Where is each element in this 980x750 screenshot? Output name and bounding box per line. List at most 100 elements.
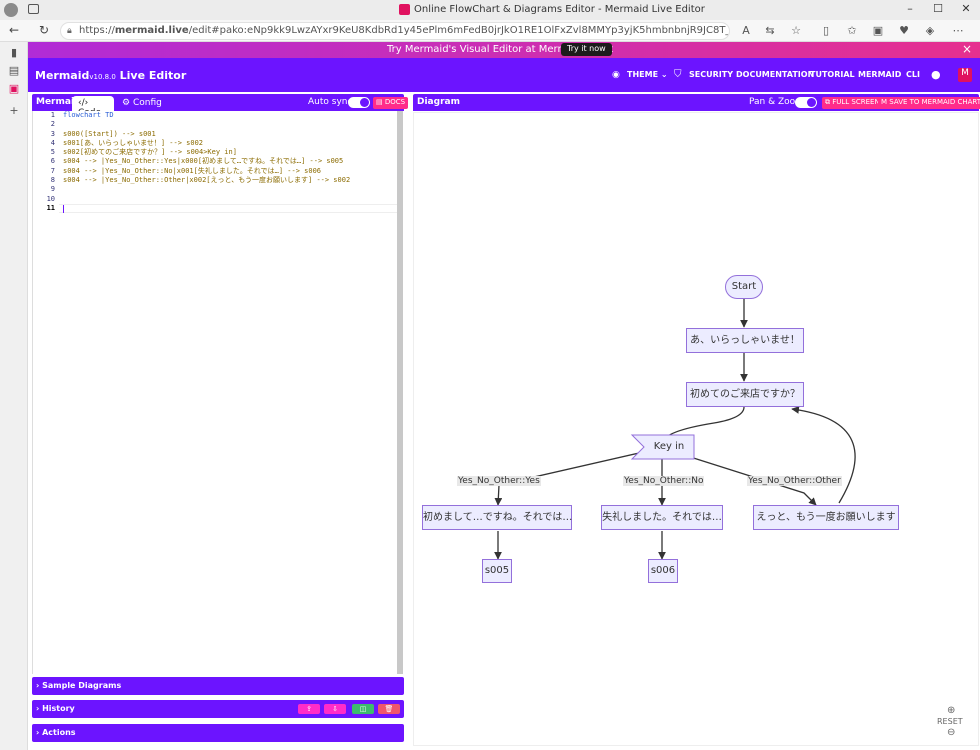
code-line: s004 --> |Yes_No_Other::Yes|x000[初めまして…で… — [63, 157, 344, 166]
promo-text: Try Mermaid's Visual Editor at Mermaid C… — [387, 44, 614, 55]
nav-cli[interactable]: CLI — [906, 70, 920, 79]
tab-code[interactable]: ‹/› Code — [72, 96, 114, 118]
docs-button[interactable]: ▤ DOCS — [373, 97, 409, 109]
favorites-icon[interactable]: ✩ — [847, 24, 857, 37]
line-number: 1 — [50, 111, 55, 119]
chevron-right-icon: › — [36, 704, 40, 713]
refresh-icon[interactable]: ↻ — [38, 23, 50, 37]
code-line: s000([Start]) --> s001 — [63, 129, 156, 138]
history-download-icon[interactable]: ⇩ — [324, 704, 346, 714]
try-it-now-button[interactable]: Try it now — [561, 43, 612, 56]
tab-config[interactable]: ⚙ Config — [122, 98, 162, 108]
split-screen-icon[interactable]: ▯ — [822, 24, 830, 37]
browser-sidebar: ▮ ▤ ▣ + — [0, 42, 28, 750]
line-number: 4 — [50, 138, 55, 147]
edge-s004-x002 — [683, 454, 817, 506]
history-accordion[interactable]: › History ⇪ ⇩ ◫ 🗑︎ — [32, 700, 404, 718]
mermaid-chart-logo-icon[interactable]: M — [958, 68, 972, 82]
code-line — [63, 204, 403, 213]
tab-group-icon[interactable]: ▮ — [10, 46, 18, 59]
line-number: 7 — [50, 166, 55, 175]
add-icon[interactable]: + — [9, 104, 19, 117]
brand[interactable]: Mermaidv10.8.0 Live Editor — [35, 69, 187, 82]
zoom-in-icon[interactable]: ⊕ — [947, 705, 956, 716]
tab-actions-icon[interactable] — [28, 4, 39, 14]
code-icon: ‹/› — [78, 98, 89, 108]
mermaid-chart-icon: M — [881, 98, 888, 106]
node-s001[interactable]: あ、いらっしゃいませ！ — [686, 328, 804, 353]
shield-icon: ⛉ — [674, 69, 682, 80]
diagram-canvas[interactable]: Start あ、いらっしゃいませ！ 初めてのご来店ですか？ Key in Yes… — [413, 112, 979, 746]
close-window-icon[interactable]: ✕ — [961, 2, 971, 15]
chevron-right-icon: › — [36, 728, 40, 737]
collections-icon[interactable]: ▣ — [872, 24, 884, 37]
text-cursor — [63, 205, 64, 213]
actions-accordion[interactable]: › Actions — [32, 724, 404, 742]
history-pane-icon[interactable]: ▤ — [8, 64, 20, 77]
window-title: Online FlowChart & Diagrams Editor - Mer… — [414, 4, 705, 15]
profile-avatar-icon[interactable] — [4, 3, 18, 17]
mermaid-tab-icon[interactable]: ▣ — [8, 82, 20, 95]
line-number: 8 — [50, 176, 55, 185]
back-icon[interactable]: ← — [8, 23, 20, 37]
nav-tutorial[interactable]: TUTORIAL — [810, 70, 855, 79]
history-delete-icon[interactable]: 🗑︎ — [378, 704, 400, 714]
edge-label-no: Yes_No_Other::No — [623, 476, 705, 486]
node-x000[interactable]: 初めまして…ですね。それでは… — [422, 505, 572, 530]
fullscreen-button[interactable]: ⧉ FULL SCREEN — [822, 97, 883, 109]
line-number: 2 — [50, 120, 55, 129]
favorite-star-icon[interactable]: ☆ — [791, 24, 801, 37]
pan-zoom-toggle[interactable] — [795, 97, 817, 108]
node-s005[interactable]: s005 — [482, 559, 512, 583]
history-upload-icon[interactable]: ⇪ — [298, 704, 320, 714]
pan-zoom-label: Pan & Zoom — [749, 97, 804, 107]
reset-zoom-button[interactable]: RESET — [937, 717, 963, 726]
url-text: https://mermaid.live/edit#pako:eNp9kk9Lw… — [79, 25, 730, 36]
read-aloud-icon[interactable]: A — [742, 24, 750, 37]
editor-header: Mermaid ‹/› Code ⚙ Config Auto sync ▤ DO… — [32, 94, 409, 118]
autosync-toggle[interactable] — [348, 97, 370, 108]
node-start[interactable]: Start — [725, 275, 763, 299]
config-icon: ⚙ — [122, 98, 131, 108]
browser-titlebar: Online FlowChart & Diagrams Editor - Mer… — [0, 0, 980, 20]
node-x001[interactable]: 失礼しました。それでは… — [601, 505, 723, 530]
code-line — [63, 185, 403, 194]
editor-label: Mermaid — [36, 97, 81, 107]
promo-close-icon[interactable]: × — [962, 42, 973, 56]
node-x002[interactable]: えっと、もう一度お願いします — [753, 505, 899, 530]
code-line: s002[初めてのご来店ですか？] --> s004>Key in] — [63, 148, 237, 157]
url-bar[interactable]: 🔒︎ https://mermaid.live/edit#pako:eNp9kk… — [60, 22, 730, 40]
edge-label-other: Yes_No_Other::Other — [747, 476, 842, 486]
save-to-mermaid-chart-button[interactable]: M SAVE TO MERMAID CHART — [878, 97, 980, 109]
node-s004-label[interactable]: Key in — [653, 441, 685, 452]
nav-security[interactable]: SECURITY — [689, 70, 733, 79]
code-line — [63, 120, 403, 129]
diagram-header: Diagram Pan & Zoom ⧉ FULL SCREEN M SAVE … — [413, 94, 980, 111]
translate-icon[interactable]: ⇆ — [765, 24, 775, 37]
nav-mermaid[interactable]: MERMAID — [858, 70, 902, 79]
minimize-icon[interactable]: – — [907, 2, 913, 15]
code-line: s001[あ、いらっしゃいませ！] --> s002 — [63, 138, 204, 147]
extensions-icon[interactable]: ♥ — [899, 24, 909, 37]
book-icon: ▤ — [376, 98, 383, 106]
maximize-icon[interactable]: ☐ — [933, 2, 943, 15]
lock-icon: 🔒︎ — [67, 26, 72, 36]
flowchart-edges — [494, 299, 856, 560]
more-menu-icon[interactable]: ⋯ — [952, 24, 964, 37]
code-line: s004 --> |Yes_No_Other::Other|x002[えっと、も… — [63, 176, 351, 185]
node-s002[interactable]: 初めてのご来店ですか？ — [686, 382, 804, 407]
github-icon[interactable]: ● — [931, 68, 941, 81]
theme-menu[interactable]: THEME ⌄ — [627, 70, 668, 79]
line-number: 9 — [50, 185, 55, 194]
diagram-label: Diagram — [417, 97, 460, 107]
node-s006[interactable]: s006 — [648, 559, 678, 583]
nav-documentation[interactable]: DOCUMENTATION — [736, 70, 815, 79]
zoom-out-icon[interactable]: ⊖ — [947, 727, 956, 738]
copilot-icon[interactable]: ◈ — [925, 24, 935, 37]
history-save-icon[interactable]: ◫ — [352, 704, 374, 714]
sample-diagrams-accordion[interactable]: › Sample Diagrams — [32, 677, 404, 695]
edge-label-yes: Yes_No_Other::Yes — [457, 476, 541, 486]
editor-scrollbar[interactable] — [397, 111, 403, 674]
